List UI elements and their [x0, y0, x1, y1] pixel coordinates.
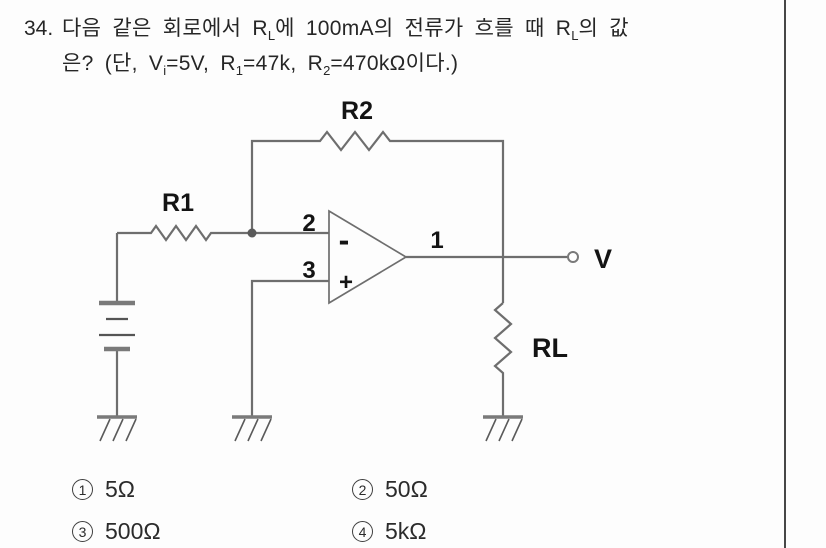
resistor-r1: [117, 224, 329, 242]
choice-option-2[interactable]: 2 50Ω: [352, 476, 428, 503]
question-block: 34. 다음 같은 회로에서 RL에 100mA의 전류가 흐를 때 RL의 값…: [24, 15, 764, 85]
label-rl: RL: [532, 333, 568, 363]
label-pin2: 2: [302, 210, 315, 237]
choice-option-1[interactable]: 1 5Ω: [72, 476, 135, 503]
page-column-divider: [784, 0, 786, 548]
label-pin1: 1: [430, 227, 443, 254]
choice-circle: 4: [352, 521, 373, 542]
opamp-icon: [328, 209, 408, 305]
resistor-r2: [250, 130, 505, 303]
wire-pin3: [250, 279, 329, 417]
choice-label: 5kΩ: [385, 518, 427, 544]
question-line-1: 다음 같은 회로에서 RL에 100mA의 전류가 흐를 때 RL의 값: [62, 17, 629, 43]
question-line-2: 은? (단, Vi=5V, R1=47k, R2=470kΩ이다.): [62, 52, 459, 78]
ground-rl-icon: [483, 415, 523, 442]
junction-dot: [247, 228, 257, 238]
ground-battery-icon: [97, 415, 137, 442]
label-pin3: 3: [302, 257, 315, 284]
label-minus: -: [339, 222, 350, 258]
choice-circle: 3: [72, 521, 93, 542]
label-r1: R1: [162, 189, 194, 217]
question-number: 34.: [24, 17, 54, 40]
choice-circle: 2: [352, 479, 373, 500]
choice-label: 50Ω: [385, 476, 428, 502]
choice-option-3[interactable]: 3 500Ω: [72, 518, 161, 545]
ground-pin3-icon: [232, 415, 272, 442]
choice-label: 5Ω: [105, 476, 135, 502]
label-plus: +: [339, 269, 353, 296]
output-terminal-icon: [567, 251, 579, 263]
label-r2: R2: [341, 97, 373, 125]
battery-icon: [99, 300, 135, 352]
choice-circle: 1: [72, 479, 93, 500]
resistor-rl: [493, 302, 513, 417]
choice-label: 500Ω: [105, 518, 161, 544]
label-v: V: [594, 244, 612, 274]
choice-option-4[interactable]: 4 5kΩ: [352, 518, 427, 545]
